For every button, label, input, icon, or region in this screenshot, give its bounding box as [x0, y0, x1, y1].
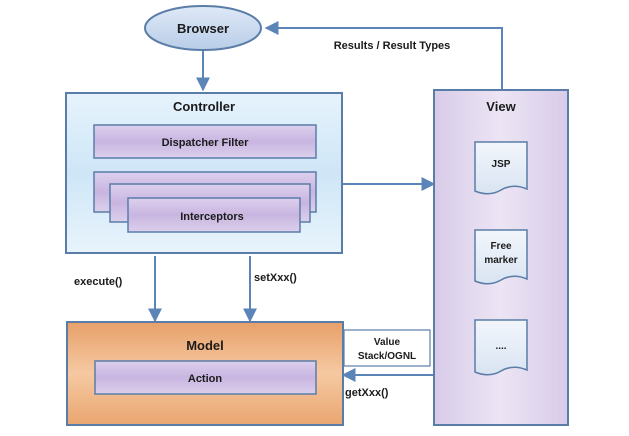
view-doc-freemarker: Free marker [474, 229, 528, 285]
arrows [148, 21, 503, 382]
view-doc-line2: marker [484, 255, 517, 266]
interceptor-layer-front [127, 197, 301, 233]
model-title: Model [186, 338, 224, 353]
view-doc-more: .... [474, 319, 528, 376]
action-box: Action [94, 360, 317, 395]
value-stack-line2: Stack/OGNL [358, 351, 416, 362]
getxxx-label: getXxx() [345, 387, 389, 399]
document-icon [474, 141, 528, 195]
document-icon [474, 319, 528, 376]
dispatcher-filter-label: Dispatcher Filter [162, 137, 250, 149]
controller-title: Controller [173, 99, 235, 114]
view-to-browser-arrow [264, 21, 503, 90]
view-box: View JSP Free marker .... [433, 89, 569, 426]
view-doc-line1: Free [490, 241, 512, 252]
value-stack-box: Value Stack/OGNL [343, 329, 431, 367]
dispatcher-filter-box: Dispatcher Filter [93, 124, 317, 159]
view-doc-jsp: JSP [474, 141, 528, 195]
value-stack-line1: Value [374, 337, 401, 348]
browser-node: Browser [144, 5, 262, 51]
controller-box: Controller Dispatcher Filter Interceptor… [65, 92, 343, 254]
execute-label: execute() [74, 276, 123, 288]
document-icon [474, 229, 528, 285]
interceptors-label: Interceptors [180, 211, 244, 223]
view-doc-line1: JSP [492, 159, 511, 170]
setxxx-label: setXxx() [254, 272, 297, 284]
action-label: Action [188, 373, 223, 385]
view-title: View [486, 99, 516, 114]
results-label: Results / Result Types [334, 40, 451, 52]
model-box: Model Action [66, 321, 344, 426]
browser-label: Browser [177, 21, 229, 36]
interceptors-stack: Interceptors [93, 171, 317, 233]
view-doc-line1: .... [495, 341, 506, 352]
